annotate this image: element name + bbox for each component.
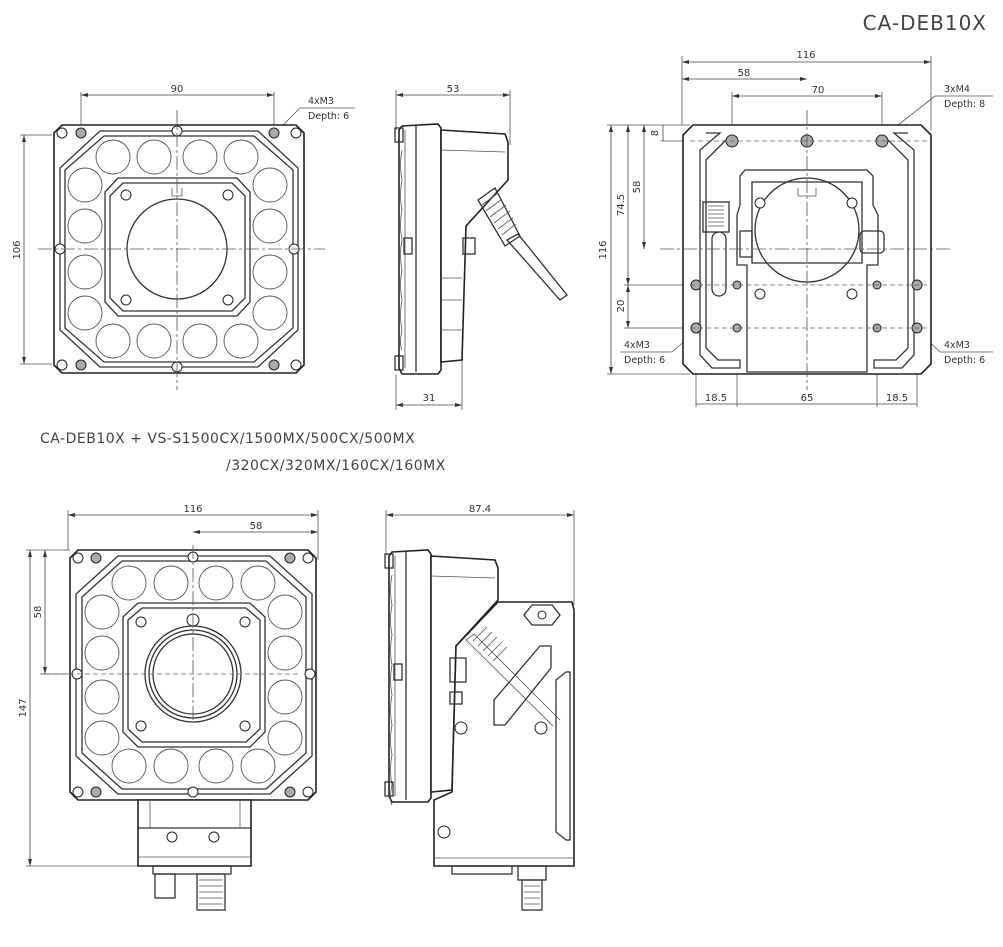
front-view-light-only: 90 106 4xM3 Depth: 6 bbox=[12, 84, 355, 390]
note-depth: Depth: 6 bbox=[308, 111, 349, 122]
dim-height-106: 106 bbox=[12, 240, 23, 259]
screws bbox=[54, 125, 302, 373]
note-depth-8: Depth: 8 bbox=[944, 99, 985, 110]
dim-half-58: 58 bbox=[738, 68, 751, 79]
rear-connector bbox=[702, 201, 885, 297]
note-depth-6-right: Depth: 6 bbox=[944, 355, 985, 366]
note-3xm4: 3xM4 bbox=[944, 84, 970, 95]
dim-65: 65 bbox=[801, 393, 814, 404]
dim-74-5: 74.5 bbox=[616, 194, 627, 216]
dim-depth-87-4: 87.4 bbox=[469, 504, 491, 515]
side-view-with-camera: 87.4 bbox=[384, 504, 575, 911]
dim-left-18-5: 18.5 bbox=[705, 393, 727, 404]
dim-height-147: 147 bbox=[18, 698, 29, 717]
dim-right-18-5: 18.5 bbox=[886, 393, 908, 404]
note-depth-6-left: Depth: 6 bbox=[624, 355, 665, 366]
dim-width-116-bottom: 116 bbox=[183, 504, 202, 515]
dim-height-116: 116 bbox=[598, 240, 609, 259]
dim-depth-53: 53 bbox=[447, 84, 460, 95]
note-4xm3-left: 4xM3 bbox=[624, 340, 650, 351]
rear-view-light-only: 116 58 70 116 74.5 58 8 20 bbox=[598, 50, 993, 407]
dim-width-90: 90 bbox=[171, 84, 184, 95]
drawing-title: CA-DEB10X bbox=[863, 11, 987, 35]
dim-center-58-bottom: 58 bbox=[33, 606, 44, 619]
dim-half-58-bottom: 58 bbox=[250, 521, 263, 532]
side-view-light-only: 53 31 bbox=[394, 84, 568, 410]
led-ring bbox=[67, 139, 288, 359]
dim-8: 8 bbox=[650, 130, 661, 136]
led-ring-bottom bbox=[84, 565, 303, 784]
cable-connector bbox=[477, 187, 568, 301]
combination-caption-line1: CA-DEB10X + VS-S1500CX/1500MX/500CX/500M… bbox=[40, 431, 415, 447]
front-view-with-camera: 116 58 58 147 bbox=[18, 504, 319, 911]
dim-58-vertical: 58 bbox=[632, 181, 643, 194]
dim-width-116: 116 bbox=[796, 50, 815, 61]
note-thread: 4xM3 bbox=[308, 96, 334, 107]
note-4xm3-right: 4xM3 bbox=[944, 340, 970, 351]
dim-hole-span-70: 70 bbox=[812, 85, 825, 96]
combination-caption-line2: /320CX/320MX/160CX/160MX bbox=[226, 458, 446, 474]
rear-screws bbox=[690, 134, 923, 334]
dim-depth-31: 31 bbox=[423, 393, 436, 404]
dim-20: 20 bbox=[616, 300, 627, 313]
